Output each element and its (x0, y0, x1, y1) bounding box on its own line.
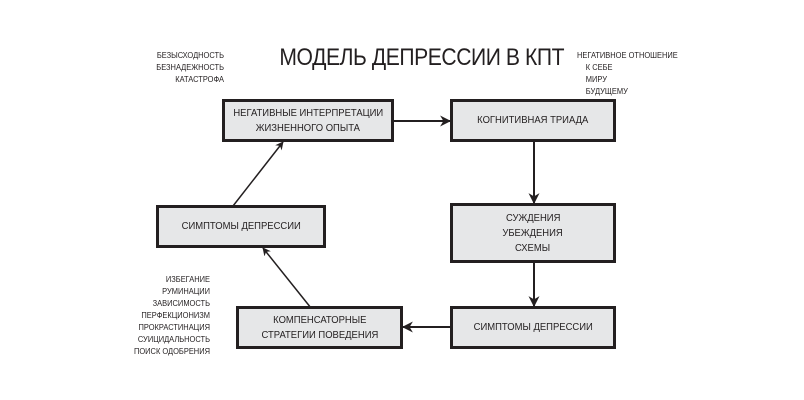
node-label: СУЖДЕНИЯ (505, 211, 561, 224)
node-label: СИМПТОМЫ ДЕПРЕССИИ (473, 321, 593, 333)
note-item: ПОИСК ОДОБРЕНИЯ (133, 346, 210, 356)
node-compensatory-strategies: КОМПЕНСАТОРНЫЕ СТРАТЕГИИ ПОВЕДЕНИЯ (236, 306, 403, 349)
diagram-title: МОДЕЛЬ ДЕПРЕССИИ В КПТ (279, 44, 565, 71)
node-judgments-beliefs-schemas: СУЖДЕНИЯ УБЕЖДЕНИЯ СХЕМЫ (450, 203, 616, 263)
node-label: СХЕМЫ (515, 241, 551, 254)
node-symptoms-left: СИМПТОМЫ ДЕПРЕССИИ (156, 205, 326, 248)
node-symptoms-right: СИМПТОМЫ ДЕПРЕССИИ (450, 306, 616, 349)
note-behaviors: ИЗБЕГАНИЕ РУМИНАЦИИ ЗАВИСИМОСТЬ ПЕРФЕКЦИ… (131, 273, 210, 357)
note-item: ПРОКРАСТИНАЦИЯ (138, 322, 211, 332)
note-item: ИЗБЕГАНИЕ (165, 274, 210, 284)
note-item: ПЕРФЕКЦИОНИЗМ (141, 310, 210, 320)
node-negative-interpretations: НЕГАТИВНЫЕ ИНТЕРПРЕТАЦИИ ЖИЗНЕННОГО ОПЫТ… (222, 99, 394, 142)
arrow-symptoms-left-to-interpretations (232, 141, 284, 207)
node-label: СТРАТЕГИИ ПОВЕДЕНИЯ (261, 328, 378, 341)
node-label: ЖИЗНЕННОГО ОПЫТА (255, 121, 361, 134)
node-label: НЕГАТИВНЫЕ ИНТЕРПРЕТАЦИИ (233, 106, 383, 119)
arrow-compensatory-to-symptoms-left (262, 247, 312, 309)
node-label: КОГНИТИВНАЯ ТРИАДА (477, 114, 589, 126)
note-item: ЗАВИСИМОСТЬ (152, 298, 210, 308)
note-hopelessness: БЕЗЫСХОДНОСТЬ БЕЗНАДЕЖНОСТЬ КАТАСТРОФА (150, 49, 224, 85)
note-item: БУДУЩЕМУ (585, 86, 628, 96)
note-item: РУМИНАЦИИ (162, 286, 210, 296)
node-label: УБЕЖДЕНИЯ (502, 226, 564, 239)
note-item: К СЕБЕ (585, 62, 613, 72)
node-label: СИМПТОМЫ ДЕПРЕССИИ (181, 220, 301, 232)
note-heading: НЕГАТИВНОЕ ОТНОШЕНИЕ (577, 50, 678, 60)
note-item: БЕЗЫСХОДНОСТЬ (156, 50, 224, 60)
node-cognitive-triad: КОГНИТИВНАЯ ТРИАДА (450, 99, 616, 142)
note-negative-attitude: НЕГАТИВНОЕ ОТНОШЕНИЕ К СЕБЕ МИРУ БУДУЩЕМ… (577, 49, 678, 97)
node-label: КОМПЕНСАТОРНЫЕ (272, 313, 367, 326)
note-item: БЕЗНАДЕЖНОСТЬ (156, 62, 224, 72)
note-item: КАТАСТРОФА (175, 74, 224, 84)
note-item: МИРУ (585, 74, 607, 84)
note-item: СУИЦИДАЛЬНОСТЬ (137, 334, 210, 344)
